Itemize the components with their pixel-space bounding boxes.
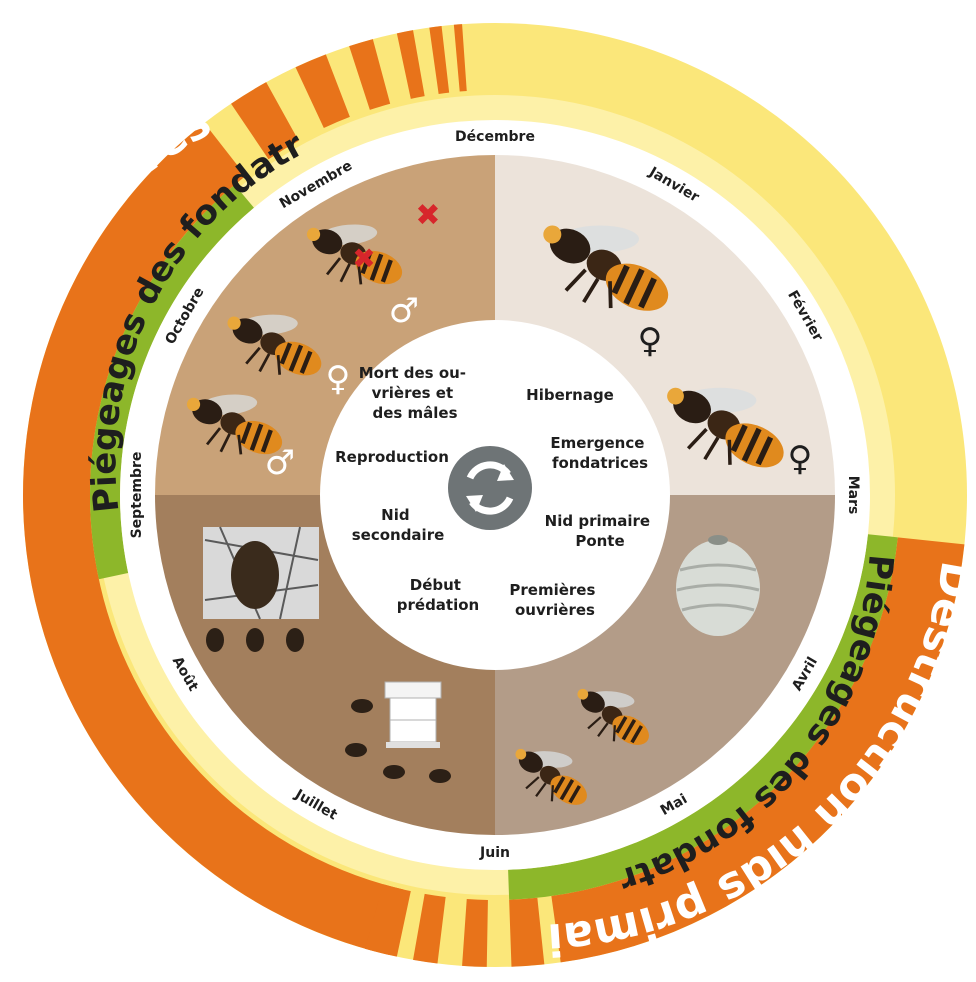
symbol-male-0: ♂ bbox=[389, 291, 419, 331]
stripe-top-5 bbox=[453, 24, 467, 92]
green-arc-spring-trapping bbox=[508, 534, 898, 900]
symbol-dead-1: ✖ bbox=[352, 242, 375, 275]
month-label-6: Juin bbox=[479, 845, 510, 861]
stripe-bottom-3 bbox=[364, 884, 404, 955]
hornet-icon-6 bbox=[515, 748, 587, 805]
cycle-icon bbox=[448, 446, 532, 530]
phase-reproduction: Reproduction bbox=[335, 448, 449, 466]
hornet-icon-4 bbox=[667, 387, 784, 468]
hive-hornet-icon-3 bbox=[429, 769, 451, 783]
transition-stripes-bottom bbox=[364, 884, 545, 967]
stripe-top-1 bbox=[295, 54, 350, 128]
phase-predation-start: Début prédation bbox=[397, 576, 479, 614]
phase-death-workers-males: Mort des ou- vrières et des mâles bbox=[359, 364, 472, 422]
month-label-0: Décembre bbox=[455, 129, 535, 145]
stripe-top-4 bbox=[429, 26, 450, 94]
hornet-icon-3 bbox=[543, 225, 669, 311]
stripe-top-2 bbox=[349, 39, 391, 110]
symbol-female-0: ♀ bbox=[326, 359, 351, 399]
phase-texts: Mort des ou- vrières et des mâles Reprod… bbox=[335, 364, 656, 619]
hornet-icon-2 bbox=[186, 394, 283, 455]
phase-emergence: Emergence fondatrices bbox=[550, 434, 649, 472]
phase-hibernation: Hibernage bbox=[526, 386, 614, 404]
stripe-top-0 bbox=[231, 82, 299, 160]
phase-secondary-nest: Nid secondaire bbox=[352, 506, 445, 544]
primary-nest-icon bbox=[676, 535, 760, 636]
hornet-icon-0 bbox=[306, 224, 403, 285]
green-arc-autumn-trapping bbox=[90, 184, 254, 580]
symbol-female-2: ♀ bbox=[788, 439, 813, 479]
orange-band-secondary-nests bbox=[23, 123, 411, 957]
hive-hornet-icon-2 bbox=[383, 765, 405, 779]
month-label-9: Septembre bbox=[129, 452, 145, 539]
stripe-bottom-2 bbox=[413, 893, 446, 964]
symbol-male-1: ♂ bbox=[265, 443, 295, 483]
hornet-icon-5 bbox=[577, 688, 649, 745]
stripe-bottom-1 bbox=[462, 899, 488, 967]
hornet-icon-1 bbox=[227, 314, 322, 376]
symbol-female-1: ♀ bbox=[638, 321, 663, 361]
illustrations: ✖ ✖ ♂ ♀ ♂ ♀ ♀ bbox=[186, 198, 813, 805]
symbol-dead-0: ✖ bbox=[415, 198, 440, 233]
month-label-3: Mars bbox=[845, 476, 861, 515]
phase-first-workers: Premières ouvrières bbox=[509, 581, 600, 619]
stripe-bottom-0 bbox=[509, 897, 545, 967]
stripe-top-3 bbox=[396, 30, 425, 99]
small-hornet-icon-0 bbox=[206, 628, 224, 652]
hive-hornet-icon-0 bbox=[351, 699, 373, 713]
small-hornet-icon-1 bbox=[246, 628, 264, 652]
orange-band-primary-nests bbox=[551, 537, 965, 963]
phase-primary-nest: Nid primaire Ponte bbox=[545, 512, 656, 550]
beehive-icon bbox=[384, 681, 442, 748]
small-hornet-icon-2 bbox=[286, 628, 304, 652]
hive-hornet-icon-1 bbox=[345, 743, 367, 757]
transition-stripes-top bbox=[231, 24, 467, 160]
secondary-nest-photo bbox=[203, 526, 319, 620]
